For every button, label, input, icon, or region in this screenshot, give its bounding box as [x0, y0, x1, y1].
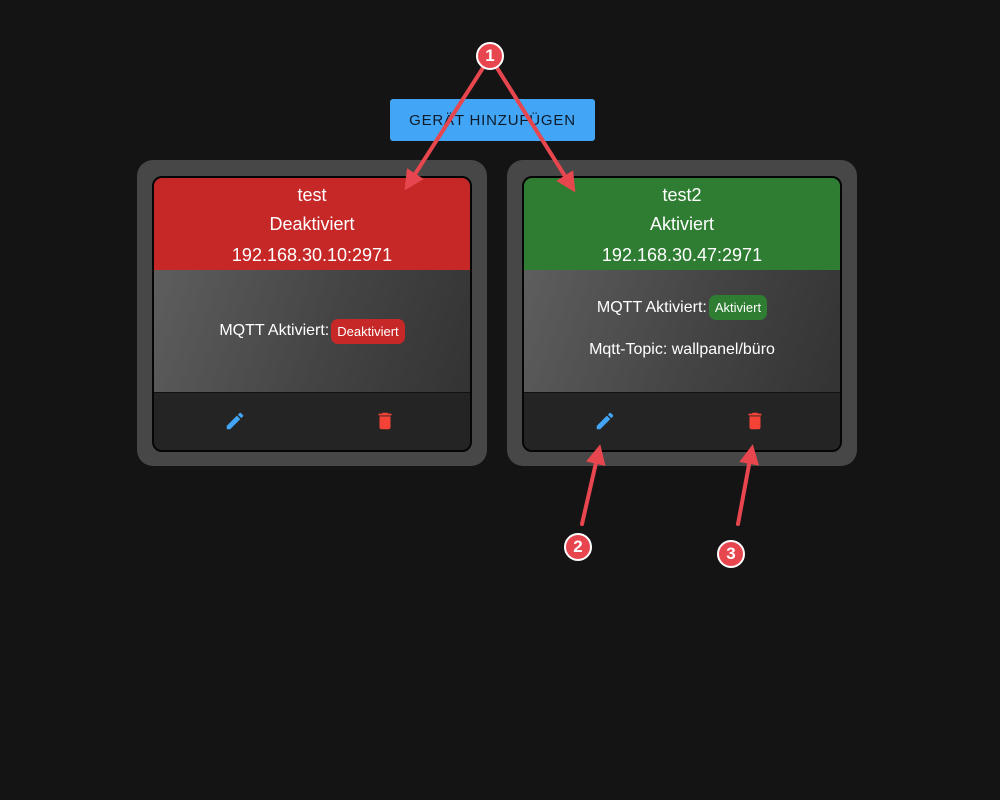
annotation-marker-2: 2: [564, 533, 592, 561]
mqtt-status-badge: Deaktiviert: [331, 318, 405, 344]
mqtt-row: MQTT Aktiviert: Deaktiviert: [219, 318, 405, 344]
annotation-marker-1: 1: [476, 42, 504, 70]
device-card-test2: test2 Aktiviert 192.168.30.47:2971 MQTT …: [507, 160, 857, 466]
device-status: Aktiviert: [649, 213, 714, 234]
device-body: MQTT Aktiviert: Deaktiviert: [154, 270, 470, 393]
trash-icon: [748, 412, 762, 430]
mqtt-topic: Mqtt-Topic: wallpanel/büro: [589, 341, 775, 358]
mqtt-label: MQTT Aktiviert:: [219, 322, 330, 339]
device-name: test2: [662, 184, 702, 205]
device-header: test Deaktiviert 192.168.30.10:2971: [154, 178, 470, 270]
mqtt-label: MQTT Aktiviert:: [596, 298, 707, 316]
mqtt-status-badge: Aktiviert: [708, 295, 768, 320]
device-card-inner: test Deaktiviert 192.168.30.10:2971 MQTT…: [152, 176, 472, 452]
delete-button[interactable]: [740, 406, 770, 436]
annotation-marker-3: 3: [717, 540, 745, 568]
device-body: MQTT Aktiviert: Aktiviert Mqtt-Topic: wa…: [524, 270, 840, 393]
device-header: test2 Aktiviert 192.168.30.47:2971: [524, 178, 840, 270]
device-name: test: [297, 184, 327, 205]
device-address: 192.168.30.10:2971: [231, 244, 393, 265]
edit-button[interactable]: [220, 406, 250, 436]
mqtt-row: MQTT Aktiviert: Aktiviert: [596, 295, 768, 320]
device-address: 192.168.30.47:2971: [601, 244, 763, 265]
add-device-button[interactable]: GERÄT HINZUFÜGEN: [390, 99, 595, 141]
device-actions: [154, 393, 470, 450]
device-status: Deaktiviert: [269, 213, 355, 234]
device-card-inner: test2 Aktiviert 192.168.30.47:2971 MQTT …: [522, 176, 842, 452]
device-actions: [524, 393, 840, 450]
device-card-test: test Deaktiviert 192.168.30.10:2971 MQTT…: [137, 160, 487, 466]
trash-icon: [378, 412, 392, 430]
edit-button[interactable]: [590, 406, 620, 436]
delete-button[interactable]: [370, 406, 400, 436]
pencil-icon: [596, 412, 614, 430]
pencil-icon: [226, 412, 244, 430]
